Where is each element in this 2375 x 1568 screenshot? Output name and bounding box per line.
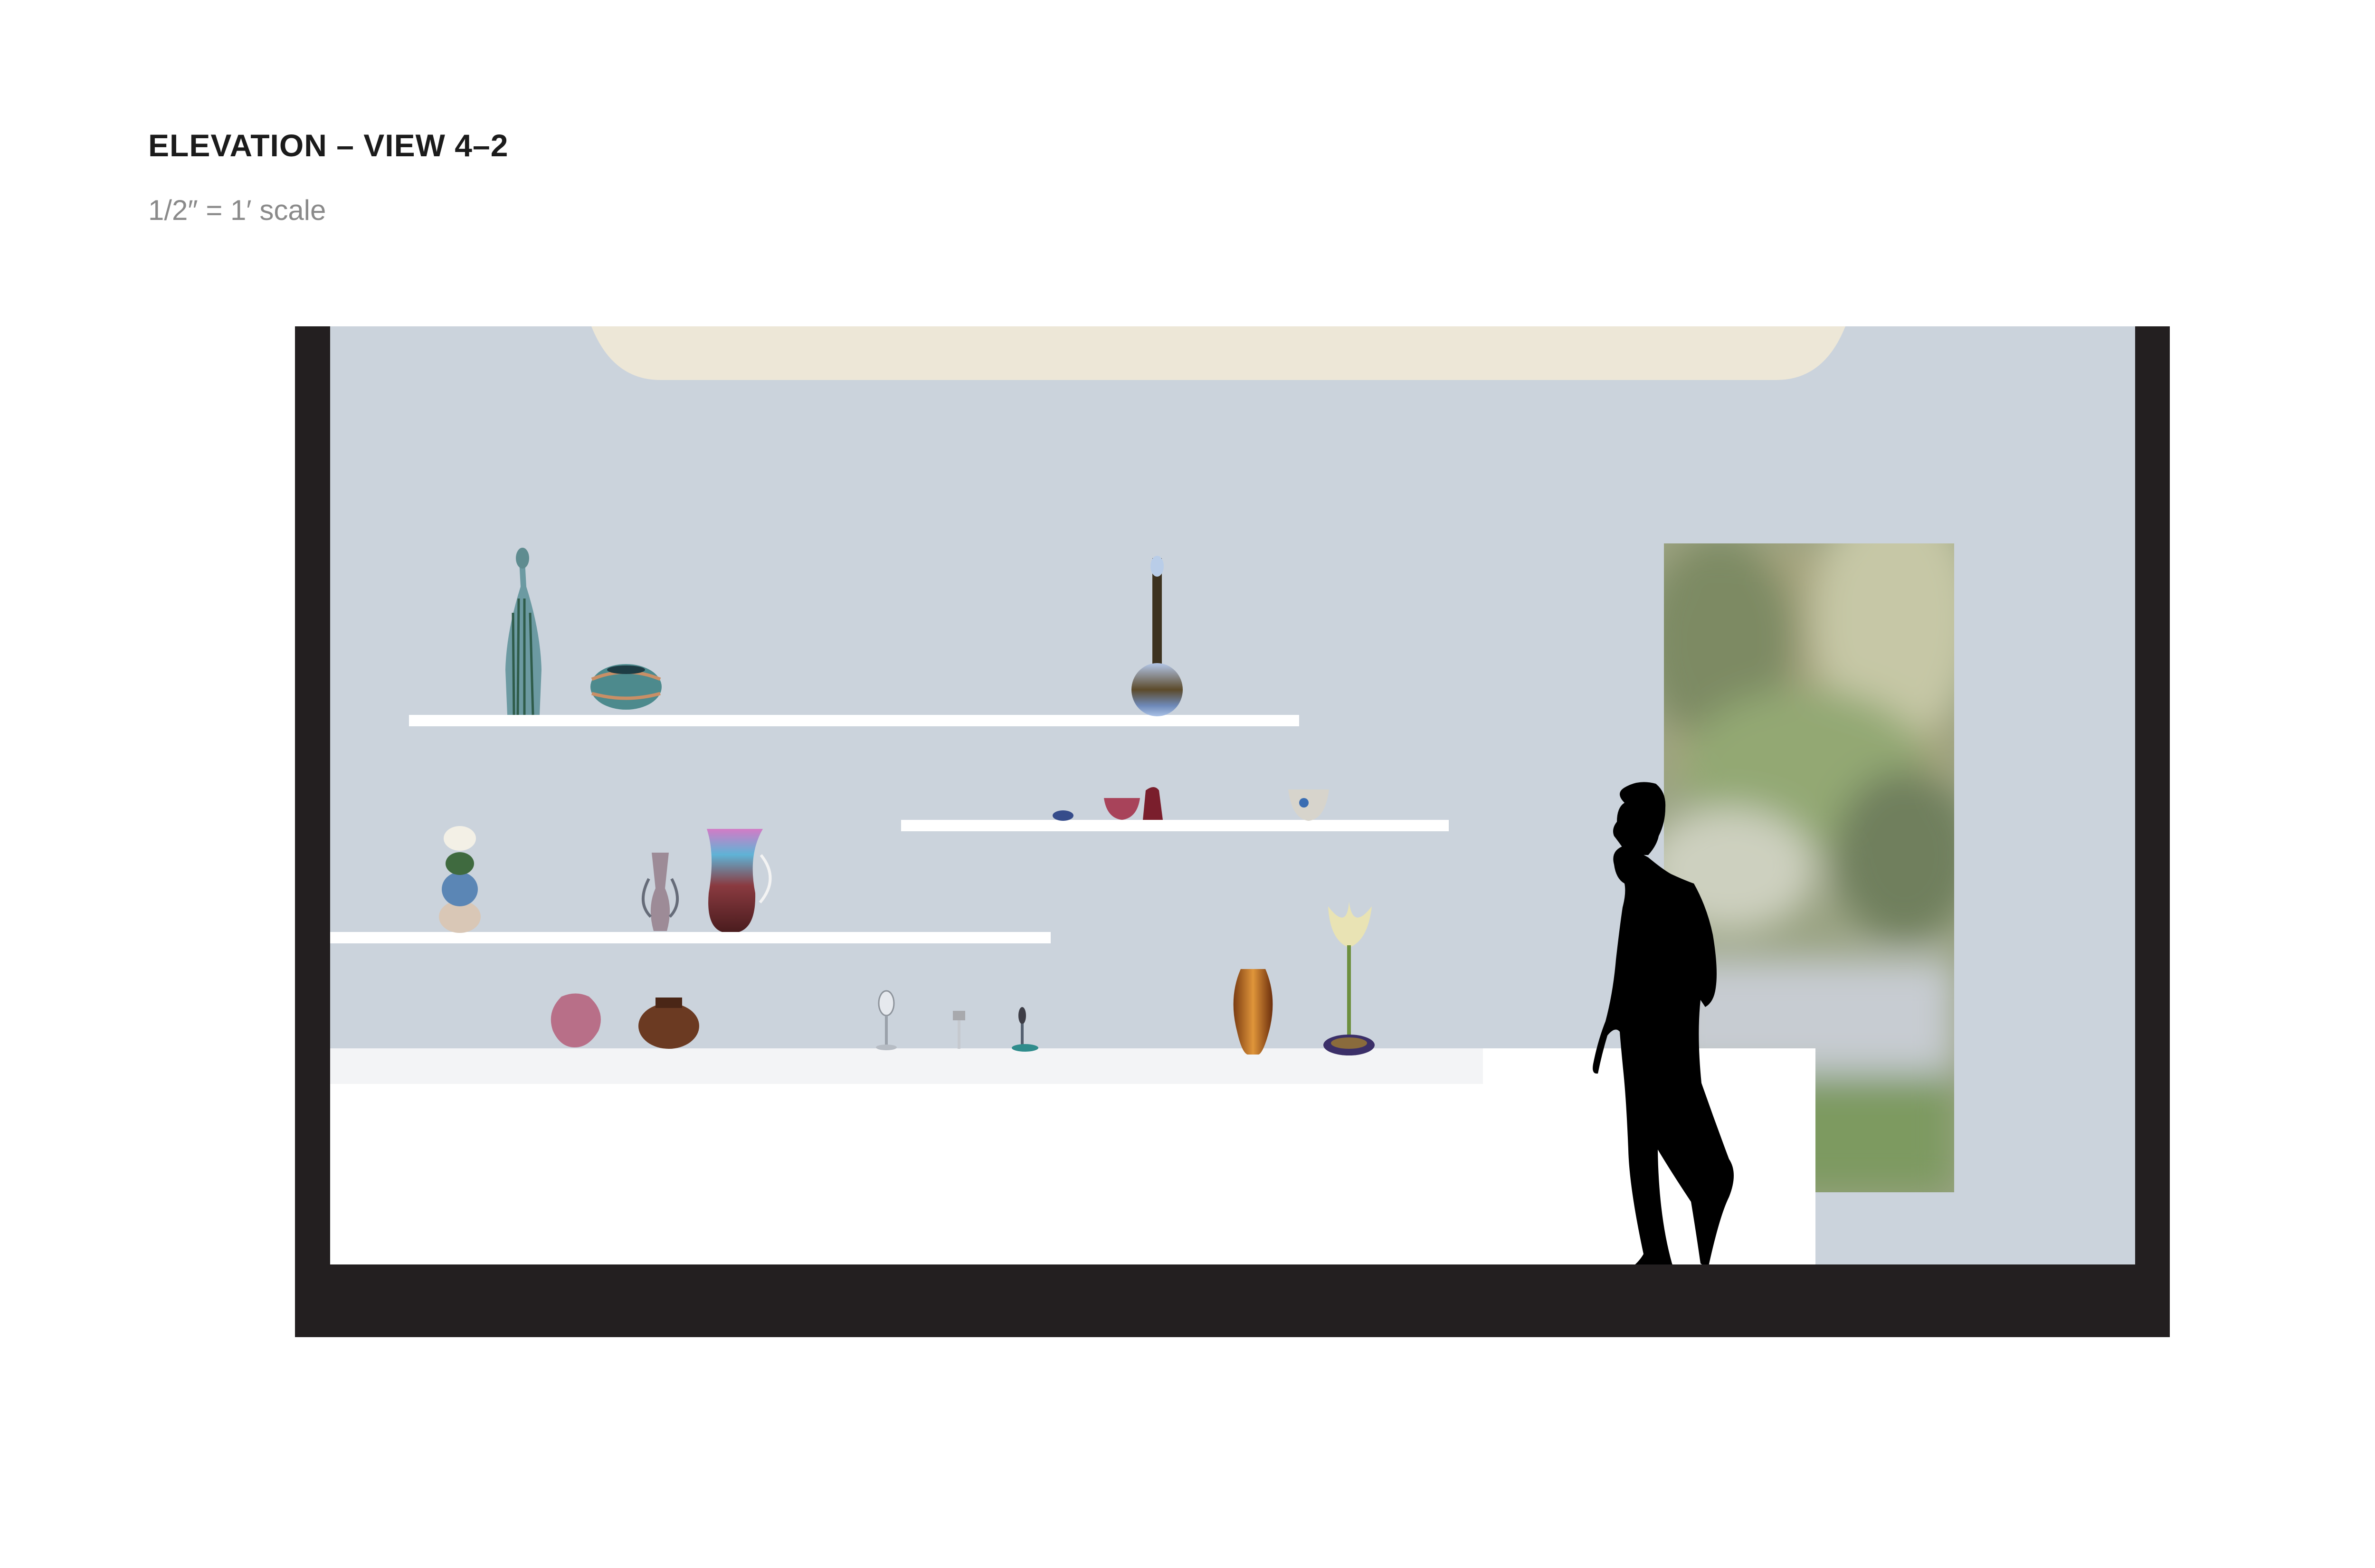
small-glass-dish: [1053, 810, 1074, 821]
clear-goblet: [876, 990, 897, 1050]
dark-goblet: [1012, 1007, 1038, 1052]
brown-vessel: [638, 998, 699, 1049]
person-silhouette: [1593, 782, 1734, 1278]
shelf-top: [409, 715, 1299, 726]
handled-vase: [642, 853, 679, 931]
iridescent-amber-vase: [1233, 969, 1273, 1055]
long-neck-bottle: [1131, 556, 1183, 716]
plinth: [330, 1048, 1815, 1264]
stacked-sculptural-vessel: [439, 826, 481, 933]
amber-vessel: [1143, 787, 1163, 820]
floor: [295, 1264, 2170, 1337]
ruffled-vase: [551, 993, 601, 1047]
ceiling-light: [591, 326, 1845, 380]
banded-bowl: [590, 664, 662, 710]
shelf-middle-left: [330, 932, 1051, 943]
striped-bottle: [505, 548, 542, 715]
glass-pitcher: [707, 829, 772, 932]
ceramic-bowl: [1288, 789, 1329, 821]
shelf-middle-right: [901, 820, 1449, 831]
plinth-top: [330, 1048, 1483, 1084]
drawing-title: ELEVATION – VIEW 4–2: [148, 128, 509, 163]
scale-label: 1/2″ = 1′ scale: [148, 194, 326, 226]
red-cup: [1104, 798, 1140, 820]
small-clear-glass: [953, 1011, 965, 1049]
flower-vase: [1323, 902, 1375, 1055]
